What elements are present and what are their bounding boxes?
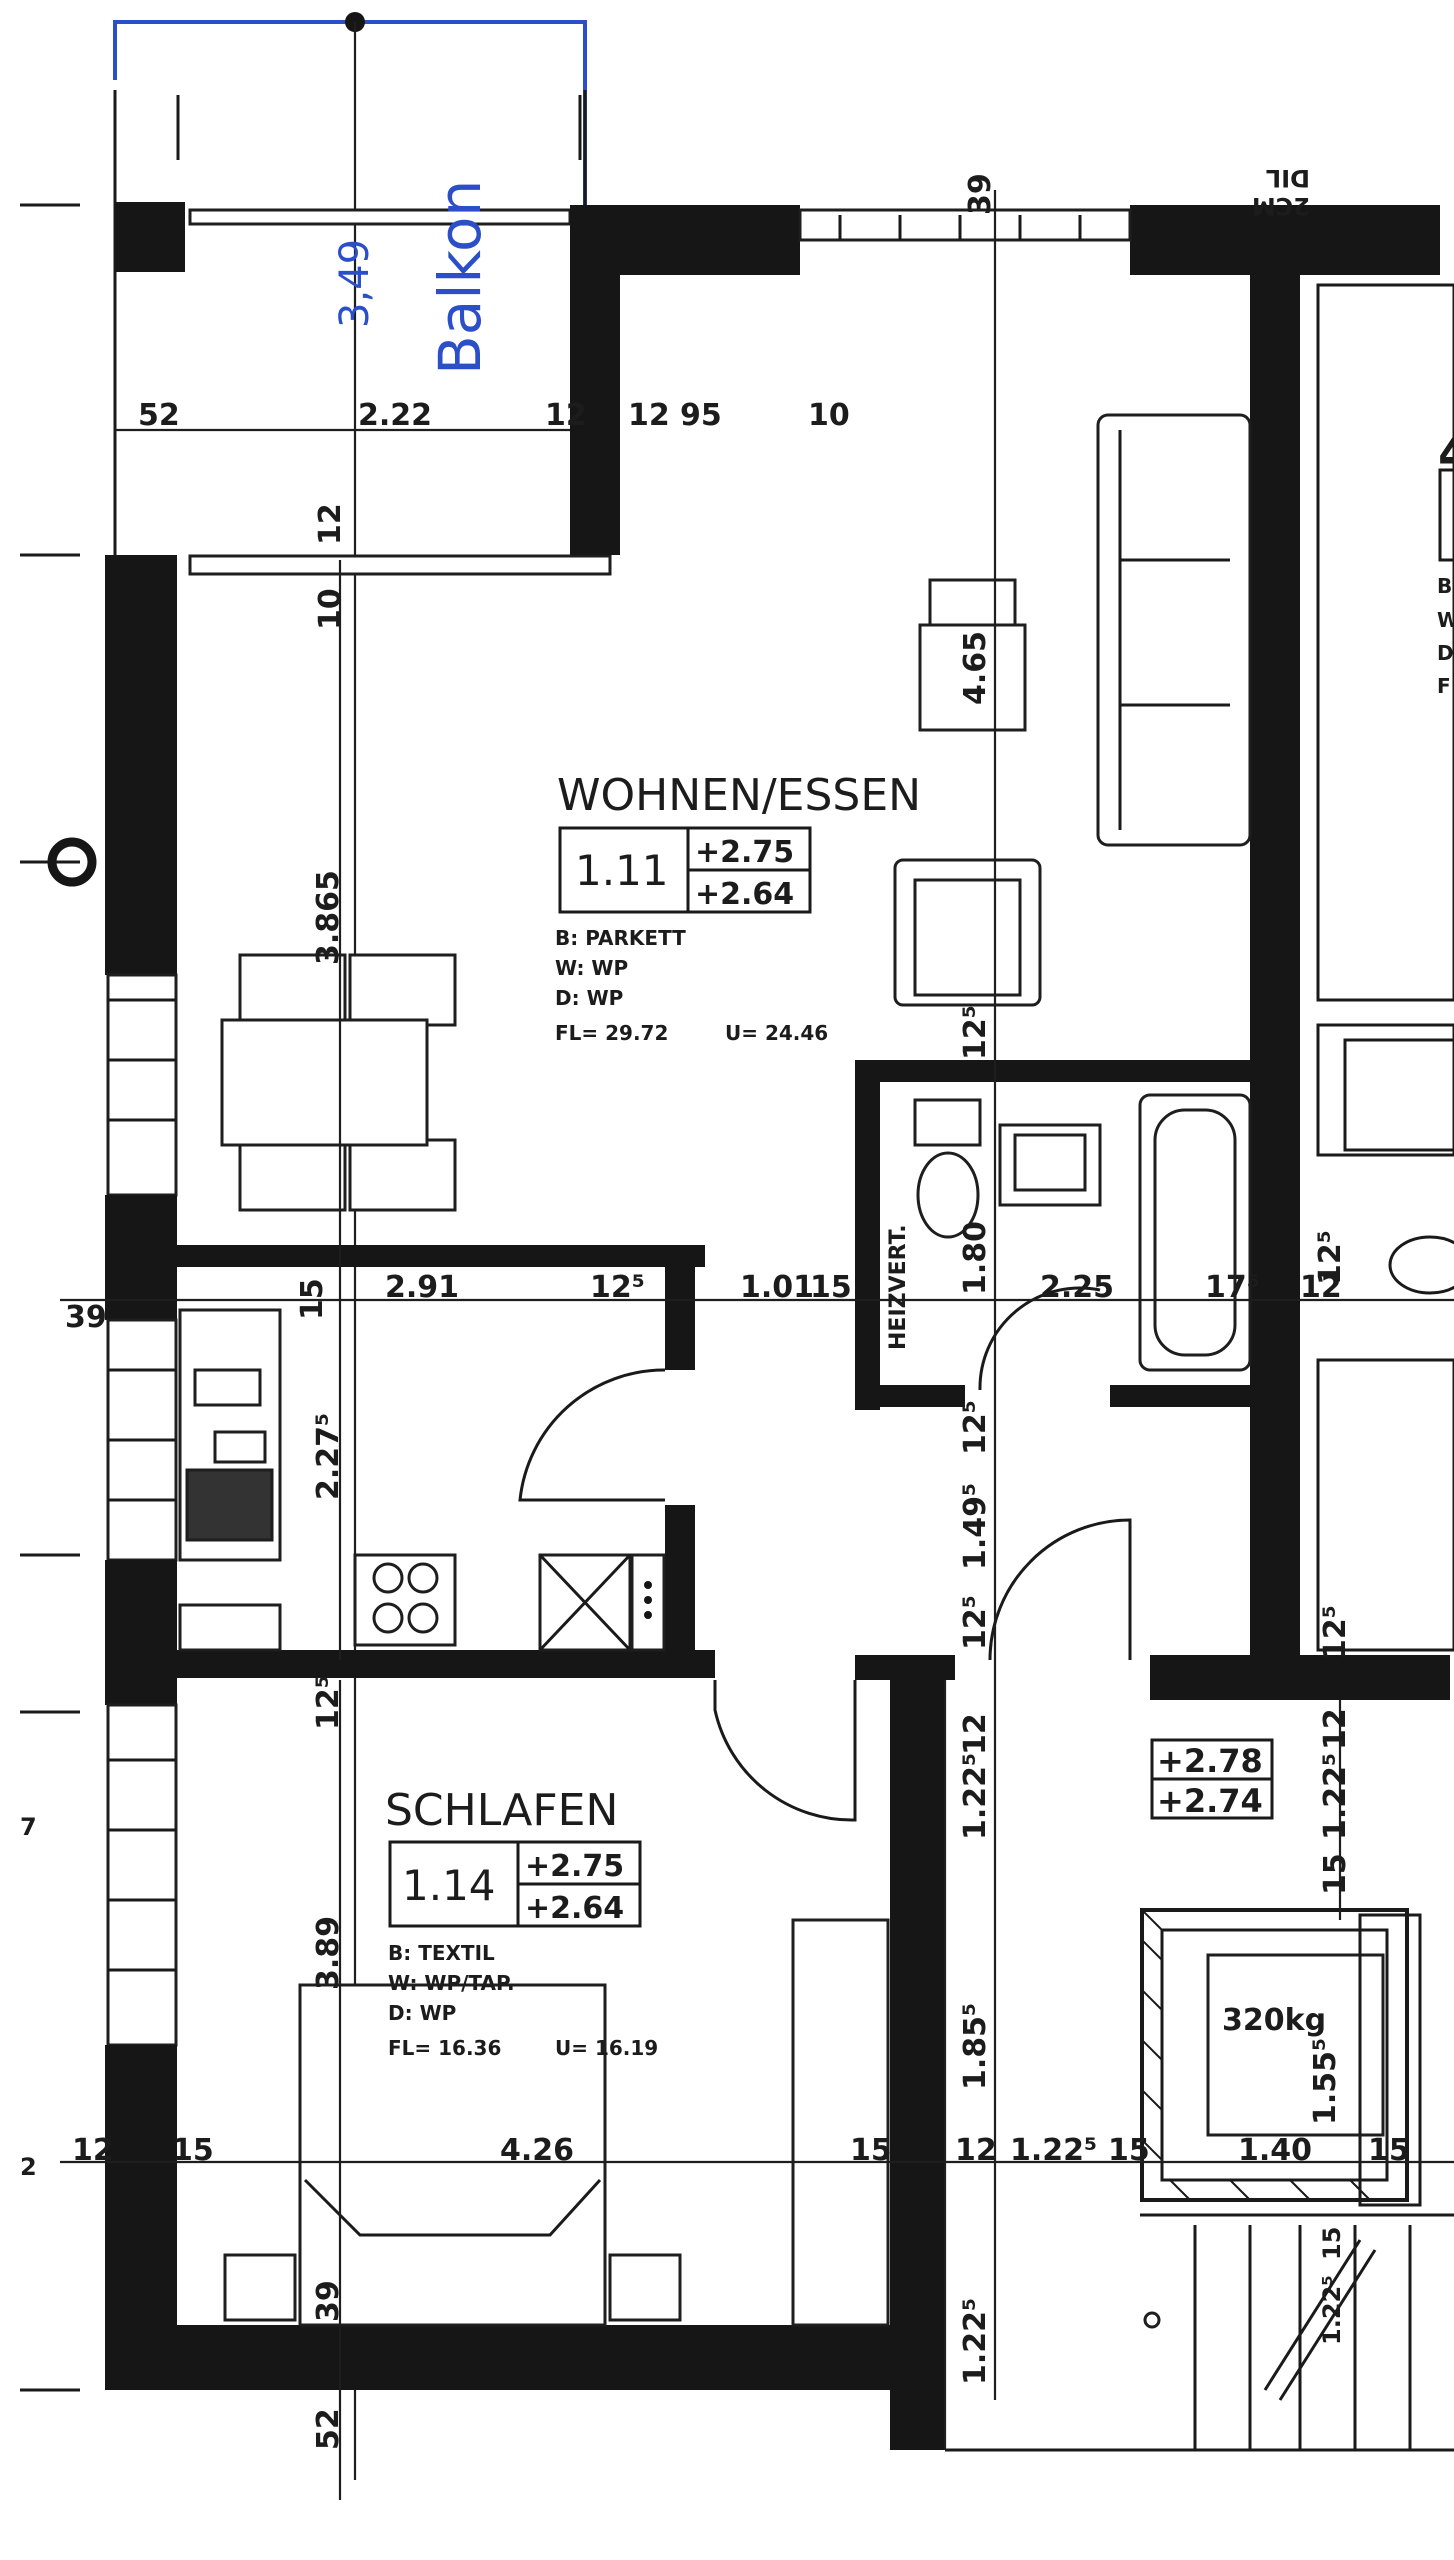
room-level-top: +2.75: [525, 1849, 624, 1884]
room-floor-finish: B: TEXTIL: [388, 1941, 495, 1965]
dim-1-80: 1.80: [958, 1221, 993, 1295]
dim-1-22-5-e: 1.22⁵: [1318, 2275, 1346, 2345]
dim-12-e: 12: [1318, 1708, 1353, 1750]
dim-2-25: 2.25: [1040, 1270, 1114, 1305]
room-number-1-11: 1.11: [575, 846, 669, 895]
dim-39-left: 39: [65, 1300, 107, 1335]
dim-15-f: 15: [1108, 2133, 1150, 2168]
dim-1-40: 1.40: [1238, 2133, 1312, 2168]
room-area: FL= 16.36: [388, 2036, 501, 2060]
adjacent-unit: 4 B W D F: [1316, 283, 1454, 1652]
dim-2-27-5: 2.27⁵: [311, 1413, 346, 1500]
room-level-bottom: +2.64: [525, 1891, 624, 1926]
margin-ticks: 7 2: [20, 203, 97, 2392]
elevator-capacity: 320kg: [1222, 2003, 1326, 2038]
room-wall-finish: W: WP: [555, 956, 628, 980]
balcony-label: Balkon: [426, 180, 494, 375]
margin-label-2: 2: [20, 2153, 37, 2181]
dim-1-49-5: 1.49⁵: [958, 1483, 993, 1570]
balcony: 3,49 Balkon: [113, 12, 620, 2480]
elevator-shaft: [1140, 1908, 1422, 2207]
room-number-1-14: 1.14: [402, 1861, 496, 1910]
room-schlafen: SCHLAFEN 1.14 +2.75 +2.64 B: TEXTIL W: W…: [385, 1785, 658, 2060]
room-name-wohnen-essen: WOHNEN/ESSEN: [557, 770, 921, 821]
room-ceiling-finish: D: WP: [555, 986, 623, 1010]
dim-2-22: 2.22: [358, 398, 432, 433]
room-level-top: +2.75: [695, 835, 794, 870]
dim-12-5-d: 12⁵: [958, 1595, 993, 1650]
dim-12-5-e: 12⁵: [311, 1675, 346, 1730]
room-floor-finish: B: PARKETT: [555, 926, 686, 950]
adjacent-room-number: 4: [1438, 426, 1454, 482]
room-wohnen-essen: WOHNEN/ESSEN 1.11 +2.75 +2.64 B: PARKETT…: [555, 770, 921, 1045]
dim-15-b: 15: [810, 1270, 852, 1305]
dim-12b: 12: [628, 398, 670, 433]
room-name-schlafen: SCHLAFEN: [385, 1785, 618, 1836]
dim-12: 12: [545, 398, 587, 433]
room-area: FL= 29.72: [555, 1021, 668, 1045]
dim-15-g: 15: [1368, 2133, 1410, 2168]
dim-15-kitchen: 15: [295, 1278, 330, 1320]
dim-1-85-5: 1.85⁵: [958, 2003, 993, 2090]
room-level-bottom: +2.64: [695, 877, 794, 912]
dim-12-5-b: 12⁵: [590, 1270, 645, 1305]
dimension-labels: 52 2.22 12 12 95 10 12 10 39 4.65 3.865 …: [65, 173, 1410, 2450]
dim-1-22-5-d: 1.22⁵: [958, 2298, 993, 2385]
dim-12-f: 12: [72, 2133, 114, 2168]
dim-1-22-5-a: 1.22⁵: [958, 1753, 993, 1840]
dim-12-vertical: 12: [313, 503, 348, 545]
dim-3-89: 3.89: [311, 1916, 346, 1990]
furniture: [178, 413, 1252, 2327]
dim-15-c: 15: [1318, 1853, 1353, 1895]
doors: [518, 1286, 1132, 1822]
dim-4-26: 4.26: [500, 2133, 574, 2168]
dim-1-01: 1.01: [740, 1270, 814, 1305]
heating-distributor-label: HEIZVERT.: [886, 1224, 911, 1350]
dim-17-5: 17⁵: [1205, 1270, 1260, 1305]
dim-2-91: 2.91: [385, 1270, 459, 1305]
hall-level-top: +2.78: [1157, 1742, 1263, 1780]
dim-12-5-f: 12⁵: [1318, 1605, 1353, 1660]
dimension-lines: [60, 190, 1454, 2500]
room-perimeter: U= 16.19: [555, 2036, 658, 2060]
room-ceiling-finish: D: WP: [388, 2001, 456, 2025]
scm-label: 2CM: [1252, 192, 1310, 220]
balcony-dimension-handwritten: 3,49: [332, 239, 378, 328]
dim-4-65: 4.65: [958, 631, 993, 705]
dim-12-g: 12: [955, 2133, 997, 2168]
dim-3-86: 3.865: [311, 870, 346, 965]
adjacent-w: W: [1437, 608, 1454, 632]
hall-level-bottom: +2.74: [1157, 1782, 1263, 1820]
windows: [108, 215, 1082, 1972]
dim-52: 52: [138, 398, 180, 433]
adjacent-f: F: [1437, 674, 1451, 698]
dim-10-vertical: 10: [313, 588, 348, 630]
dim-10: 10: [808, 398, 850, 433]
dim-12-c: 12: [1300, 1270, 1342, 1305]
dim-1-55-5: 1.55⁵: [1308, 2038, 1343, 2125]
margin-label-7: 7: [20, 1813, 37, 1841]
room-perimeter: U= 24.46: [725, 1021, 828, 1045]
dim-15-h: 15: [1318, 2227, 1346, 2260]
dim-1-22-5-b: 1.22⁵: [1318, 1753, 1353, 1840]
dim-15-e: 15: [850, 2133, 892, 2168]
dim-12-5-g: 12⁵: [1313, 1230, 1348, 1285]
hall-levels: +2.78 +2.74: [1150, 1738, 1274, 1820]
walls: [105, 205, 1450, 2450]
dim-52-bottom: 52: [311, 2408, 346, 2450]
dim-12-5-c: 12⁵: [958, 1400, 993, 1455]
dim-1-22-5-c: 1.22⁵: [1010, 2133, 1097, 2168]
dim-12-d: 12: [958, 1713, 993, 1755]
dim-95: 95: [680, 398, 722, 433]
adjacent-d: D: [1437, 641, 1454, 665]
dim-39-top: 39: [963, 173, 998, 215]
staircase: [945, 2213, 1454, 2452]
dim-15-d: 15: [172, 2133, 214, 2168]
dim-39-bottom: 39: [311, 2280, 346, 2322]
dim-12-5-a: 12⁵: [958, 1005, 993, 1060]
dil-label: DIL: [1266, 164, 1310, 192]
adjacent-b: B: [1437, 574, 1452, 598]
room-wall-finish: W: WP/TAP.: [388, 1971, 515, 1995]
